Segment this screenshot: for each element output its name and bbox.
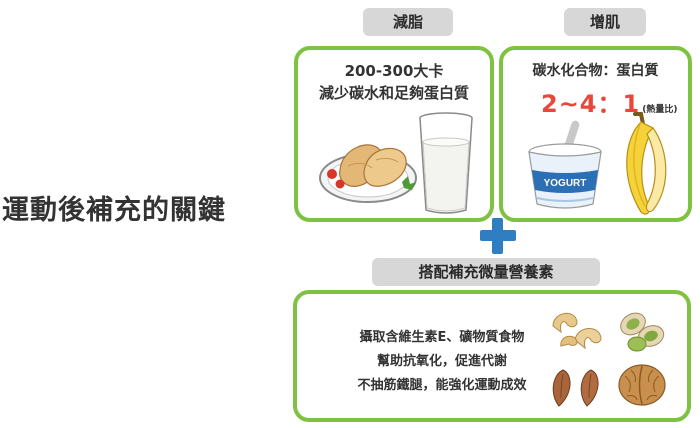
walnut-icon: [618, 364, 666, 406]
muscle-gain-label: 增肌: [564, 8, 646, 36]
fat-loss-card: 200-300大卡 減少碳水和足夠蛋白質: [294, 46, 494, 222]
chicken-plate-icon: [319, 144, 417, 203]
micronutrients-card: 攝取含維生素E、礦物質食物 幫助抗氧化，促進代謝 不抽筋鐵腿，能強化運動成效: [293, 290, 691, 422]
muscle-gain-card: 碳水化合物：蛋白質 2~4：1(熱量比) YOGURT: [499, 46, 692, 222]
tomato-2: [335, 179, 345, 189]
fat-loss-calories: 200-300大卡: [344, 62, 444, 80]
yogurt-text: YOGURT: [544, 178, 587, 189]
page-title: 運動後補充的關鍵: [2, 195, 226, 226]
chicken-breast-2: [363, 147, 407, 187]
micronutrients-line-3: 不抽筋鐵腿，能強化運動成效: [357, 378, 527, 393]
carb-protein-ratio: 2~4：1: [541, 90, 641, 118]
fat-loss-label: 減脂: [363, 8, 453, 36]
milk-fill: [422, 141, 470, 212]
fat-loss-advice: 減少碳水和足夠蛋白質: [318, 84, 469, 102]
cashew-icon: [552, 312, 602, 350]
ratio-row: 2~4：1(熱量比): [541, 84, 677, 119]
ratio-note: (熱量比): [642, 105, 678, 115]
micronutrients-line-2: 幫助抗氧化，促進代謝: [376, 354, 507, 369]
banana-flesh: [645, 127, 667, 213]
micronutrients-text: 攝取含維生素E、礦物質食物 幫助抗氧化，促進代謝 不抽筋鐵腿，能強化運動成效: [337, 326, 547, 398]
yogurt-label-band: [532, 170, 598, 193]
banana-peel: [626, 121, 654, 215]
tomato-1: [327, 169, 337, 179]
almond-icon: [552, 369, 599, 407]
plus-icon: [492, 218, 503, 254]
banana-icon: [626, 112, 667, 215]
pistachio-icon: [620, 312, 665, 352]
micronutrients-line-1: 攝取含維生素E、礦物質食物: [359, 330, 525, 345]
micronutrients-label: 搭配補充微量營養素: [372, 258, 600, 286]
herb-garnish: [402, 176, 416, 190]
carb-protein-label: 碳水化合物：蛋白質: [532, 63, 659, 79]
milk-glass-icon: [419, 112, 473, 214]
yogurt-icon: YOGURT: [528, 120, 602, 209]
